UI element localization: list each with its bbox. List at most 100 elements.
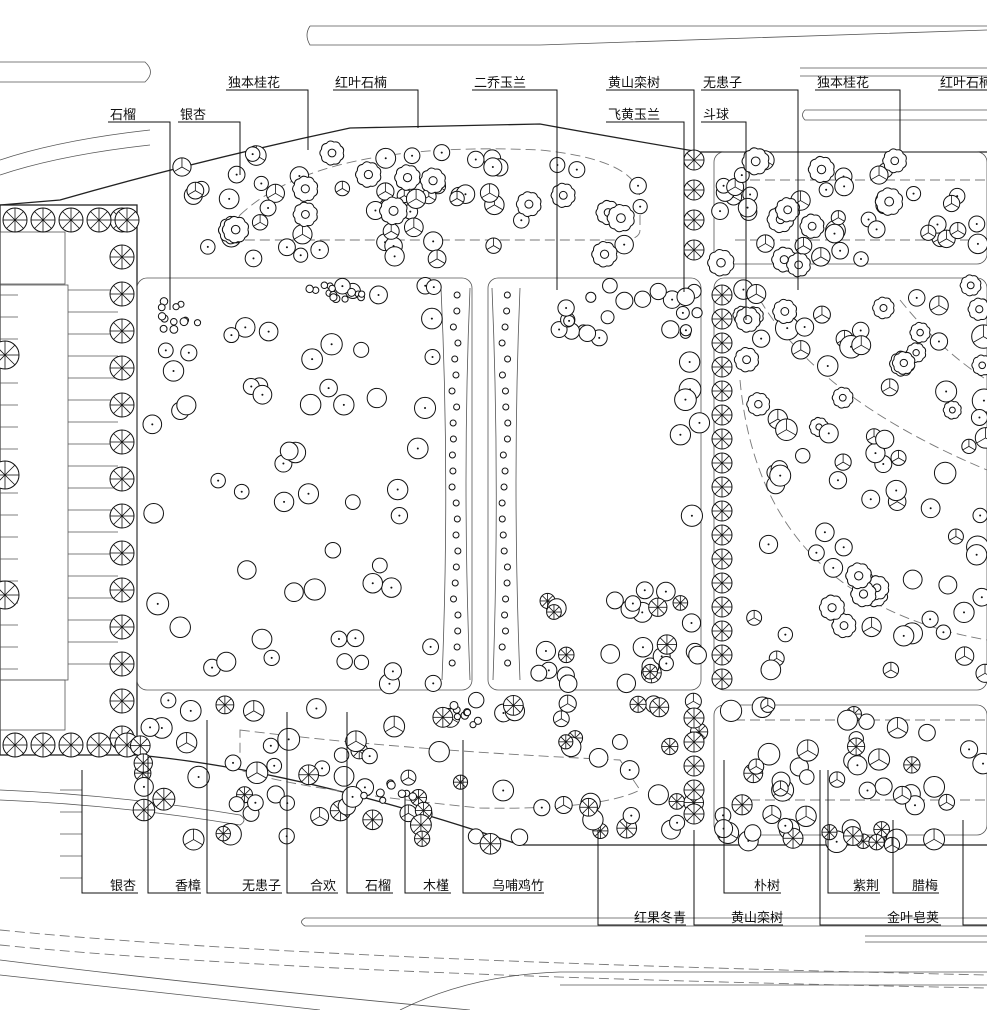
plant-symbol (828, 471, 848, 490)
plant-symbol (86, 207, 112, 233)
plant-symbol (328, 284, 336, 293)
plant-symbol (744, 824, 762, 842)
plant-symbol (550, 182, 576, 208)
plant-symbol (642, 663, 658, 680)
plant-symbol (247, 794, 264, 812)
plant-symbol (330, 630, 348, 648)
plant-symbol (504, 355, 512, 363)
label-yinxing-bottom: 银杏 (110, 879, 136, 894)
plant-symbol (772, 780, 789, 797)
plant-symbol (278, 238, 296, 257)
plant-symbol (414, 830, 431, 847)
plant-symbol (341, 295, 349, 303)
plant-symbol (918, 723, 936, 742)
plant-symbol (320, 333, 343, 356)
label-mujin: 木槿 (423, 879, 449, 894)
plant-symbol (909, 321, 931, 344)
plant-symbol (382, 222, 400, 240)
plant-symbol (974, 427, 987, 449)
plant-symbol (266, 785, 285, 804)
plant-symbol (152, 787, 176, 811)
plant-symbol (501, 467, 509, 475)
plant-symbol (160, 692, 177, 709)
label-duben-guihua-1: 独本桂花 (228, 75, 280, 91)
plant-symbol (907, 289, 926, 307)
plant-symbol (774, 197, 800, 223)
plant-symbol (649, 282, 667, 301)
plant-symbol (292, 224, 313, 245)
plant-symbol (448, 659, 456, 667)
plant-symbol (453, 643, 461, 651)
plant-symbol (890, 449, 907, 466)
plant-symbol (386, 780, 396, 790)
plant-symbol (648, 597, 668, 617)
plant-symbol (336, 653, 353, 670)
plant-symbol (169, 324, 179, 334)
plant-symbol (861, 489, 881, 509)
plant-symbol (633, 290, 652, 308)
plant-symbol (731, 794, 753, 816)
label-lamei: 腊梅 (912, 879, 938, 894)
plant-symbol (719, 699, 743, 722)
plant-symbol (502, 595, 510, 603)
plant-symbol (305, 284, 314, 294)
plant-symbol (669, 424, 692, 446)
plant-symbol (407, 437, 429, 460)
plant-symbol (611, 734, 628, 750)
label-hehuan: 合欢 (310, 879, 336, 894)
plant-symbol (817, 355, 839, 377)
plant-symbol (775, 418, 798, 441)
plant-symbol (676, 287, 695, 307)
plant-symbol (200, 239, 216, 255)
plant-symbol (737, 197, 758, 218)
plant-labels-bottom: 银杏 香樟 无患子 合欢 石榴 木槿 乌哺鸡竹 朴树 紫荆 腊梅 红果冬青 黄山… (110, 878, 939, 926)
plant-symbols (0, 140, 987, 855)
plant-symbol (711, 500, 733, 522)
plant-symbol (777, 626, 794, 643)
plant-symbol (133, 753, 153, 773)
plant-symbol (503, 435, 511, 443)
label-erqiao-yulan: 二乔玉兰 (474, 76, 526, 91)
plant-symbol (847, 755, 868, 776)
plant-symbol (449, 323, 457, 331)
plant-symbol (874, 187, 904, 216)
plant-symbol (109, 429, 135, 455)
plant-symbol (632, 198, 648, 215)
plant-symbol (834, 176, 854, 197)
plant-symbol (292, 201, 318, 228)
plant-symbol (847, 737, 866, 756)
plant-symbol (921, 610, 939, 628)
label-zijing: 紫荆 (853, 878, 879, 894)
plant-symbol (688, 412, 711, 434)
plant-symbol (2, 207, 28, 233)
plant-symbol (162, 360, 185, 382)
plant-symbol (656, 581, 676, 602)
plant-symbol (233, 483, 250, 500)
plant-symbol (602, 277, 618, 294)
plant-symbol (711, 548, 733, 570)
plant-symbol (967, 297, 987, 321)
plant-symbol (448, 451, 456, 459)
plant-symbol (558, 674, 578, 693)
plant-symbol (473, 716, 483, 725)
plant-symbol (867, 220, 886, 239)
plant-symbol (920, 224, 937, 241)
plant-symbol (711, 308, 733, 330)
plant-symbol (384, 246, 405, 267)
plant-symbol (360, 791, 368, 800)
plant-symbol (498, 643, 506, 651)
plant-symbol (905, 795, 925, 816)
plant-symbol (228, 796, 245, 813)
plant-symbol (362, 572, 384, 594)
plant-symbol (975, 663, 987, 683)
plant-symbol (967, 233, 987, 255)
plant-symbol (383, 662, 403, 681)
plant-symbol (109, 577, 135, 603)
plant-symbol (684, 692, 702, 710)
plant-symbol (815, 522, 835, 543)
plant-symbol (762, 804, 782, 825)
plant-symbol (215, 825, 231, 842)
plant-symbol (624, 595, 642, 612)
label-xiangzhang: 香樟 (175, 879, 201, 894)
plant-symbol (938, 575, 958, 595)
